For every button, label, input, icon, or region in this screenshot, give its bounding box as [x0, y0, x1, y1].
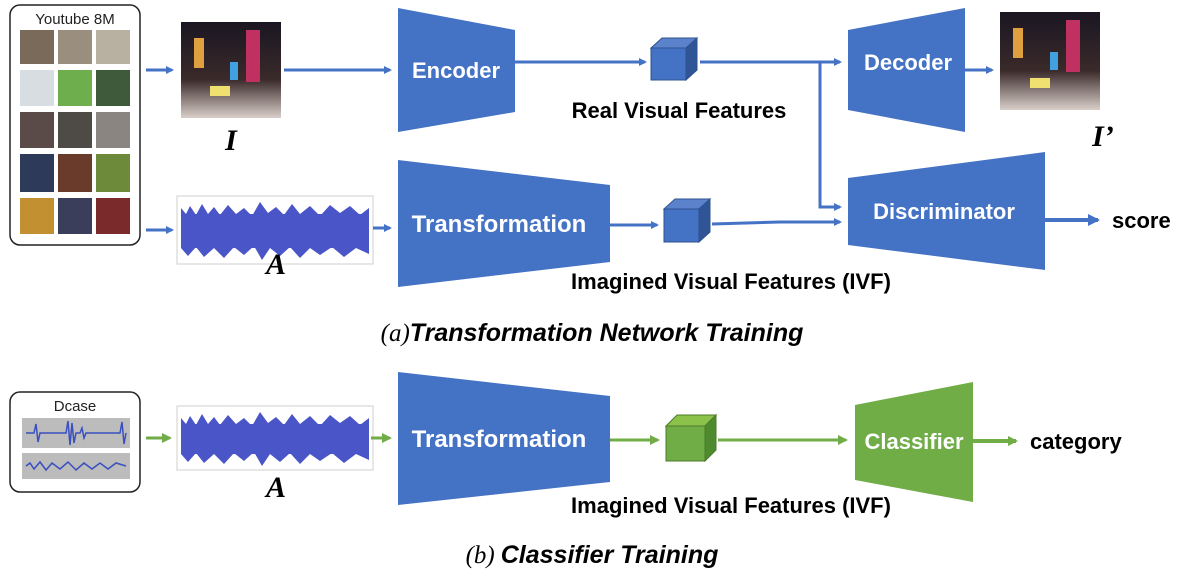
transformation-block-b: Transformation	[398, 372, 610, 505]
arrow-real-features-to-discriminator	[818, 62, 842, 211]
caption-b-math: (b)	[466, 542, 495, 569]
audio-label-a: A	[264, 248, 286, 281]
transformation-label-b: Transformation	[412, 426, 587, 453]
score-label: score	[1112, 208, 1171, 233]
caption-a-text: Transformation Network Training	[410, 319, 804, 347]
ivf-cube-a	[662, 197, 712, 244]
caption-a: (a)Transformation Network Training	[381, 319, 804, 347]
transformation-block-a: Transformation	[398, 160, 610, 287]
real-features-label: Real Visual Features	[572, 98, 787, 123]
audio-waveform-a	[176, 195, 374, 265]
real-features-cube	[649, 36, 699, 82]
decoder-label: Decoder	[864, 50, 952, 75]
youtube8m-title: Youtube 8M	[35, 11, 115, 28]
video-thumbnail-grid	[20, 30, 130, 234]
caption-b: (b)Classifier Training	[466, 541, 719, 569]
discriminator-label: Discriminator	[873, 199, 1015, 224]
ivf-label-a: Imagined Visual Features (IVF)	[571, 269, 891, 294]
category-label: category	[1030, 429, 1122, 454]
caption-b-text: Classifier Training	[501, 541, 719, 569]
encoder-block: Encoder	[398, 8, 515, 132]
audio-waveform-b	[176, 405, 374, 471]
discriminator-block: Discriminator	[848, 152, 1045, 270]
decoder-block: Decoder	[848, 8, 965, 132]
transformation-label-a: Transformation	[412, 211, 587, 238]
image-label-I: I	[224, 124, 238, 157]
encoder-label: Encoder	[412, 58, 500, 83]
ivf-cube-b	[664, 413, 718, 463]
reconstructed-image-label: I’	[1091, 120, 1114, 153]
classifier-label: Classifier	[864, 429, 963, 454]
dcase-title: Dcase	[54, 398, 97, 415]
caption-a-math: (a)	[381, 320, 410, 347]
youtube8m-dataset-box: Youtube 8M	[9, 4, 141, 246]
arrow-ivf-to-discriminator	[711, 218, 842, 226]
audio-label-b: A	[264, 471, 286, 504]
ivf-label-b: Imagined Visual Features (IVF)	[571, 493, 891, 518]
reconstructed-image-frame	[1000, 12, 1100, 110]
input-image-frame	[181, 22, 281, 118]
dcase-dataset-box: Dcase	[9, 391, 141, 493]
classifier-block: Classifier	[855, 382, 973, 502]
